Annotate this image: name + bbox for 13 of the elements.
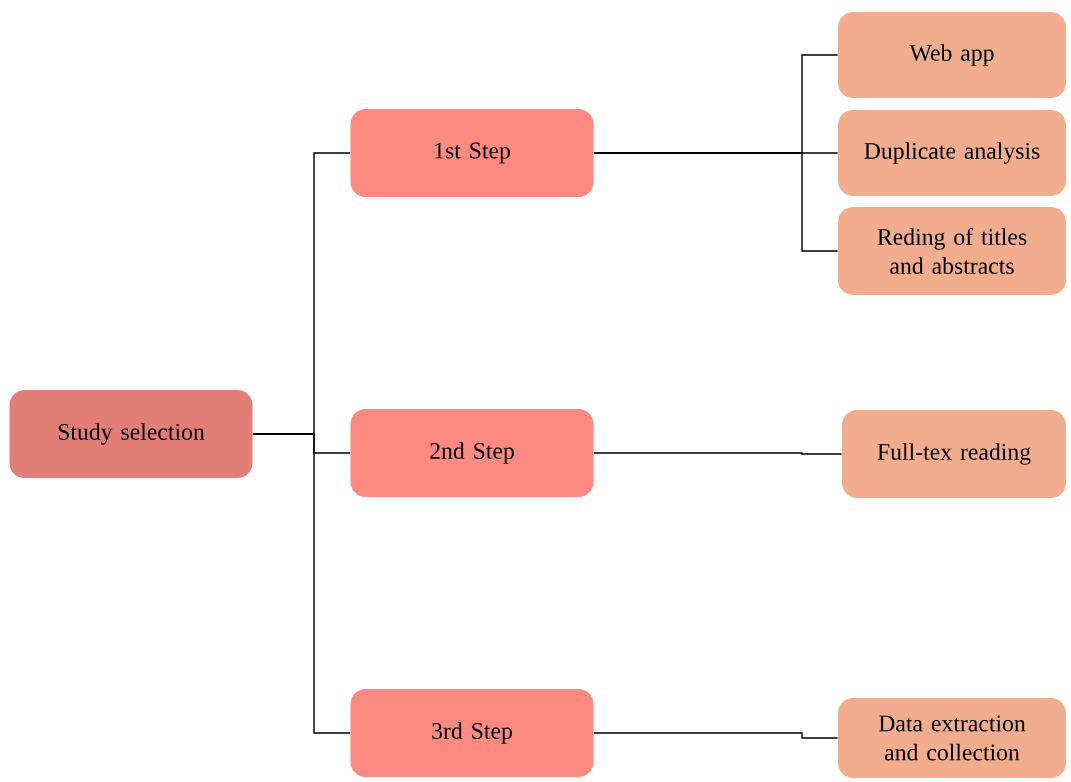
task-box: Reding of titles and abstracts	[838, 207, 1066, 295]
task-box: Web app	[838, 12, 1066, 98]
step-box: 3rd Step	[350, 689, 594, 777]
root-box: Study selection	[9, 390, 253, 478]
task-box: Duplicate analysis	[838, 110, 1066, 196]
connector-line	[593, 732, 839, 739]
step-box: 1st Step	[350, 109, 594, 197]
connector-line	[593, 152, 839, 252]
task-box: Data extraction and collection	[838, 698, 1066, 778]
connector-line	[252, 433, 351, 734]
connector-line	[593, 452, 843, 455]
step-box: 2nd Step	[350, 409, 594, 497]
task-box: Full-tex reading	[842, 410, 1066, 498]
